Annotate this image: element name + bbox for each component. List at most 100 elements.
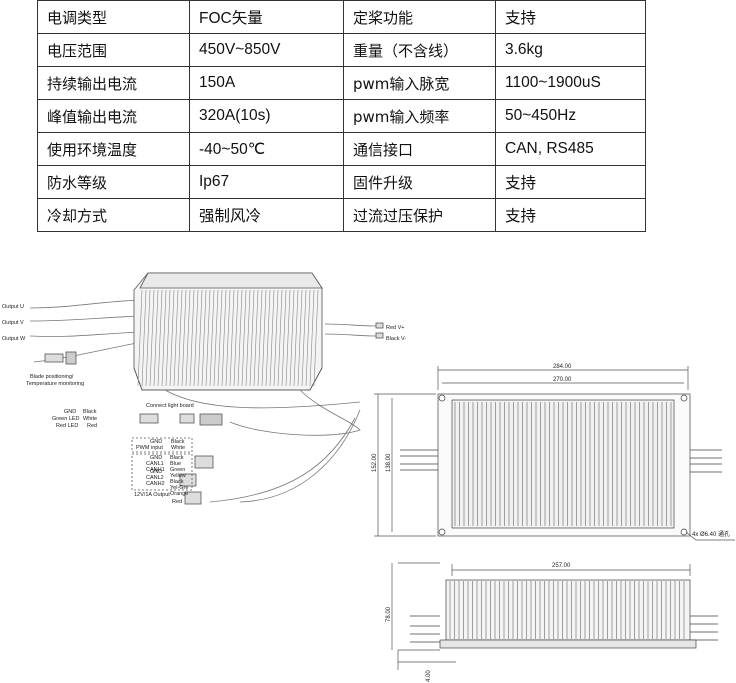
fin-line — [205, 289, 211, 387]
product-drawing: Output U Output V Output W Blade positio… — [2, 272, 735, 682]
spec-key: 电调类型 — [37, 0, 190, 34]
fin-line — [217, 289, 223, 387]
dim-152: 152.00 — [372, 453, 378, 472]
spec-key: 持续输出电流 — [37, 66, 190, 100]
fin-line — [233, 289, 239, 387]
spec-key: pwm输入频率 — [343, 99, 496, 133]
can-blue-label: Blue — [170, 461, 181, 467]
spec-key: 过流过压保护 — [343, 198, 496, 232]
fin-line — [181, 289, 187, 387]
fin-line — [277, 289, 283, 387]
top-view-drawing — [374, 366, 735, 541]
pwm-white-label: White — [171, 445, 185, 451]
fin-line — [309, 289, 315, 387]
spec-key: 防水等级 — [37, 165, 190, 199]
spec-value: CAN, RS485 — [495, 132, 646, 166]
fin-line — [305, 289, 311, 387]
spec-value: 1100~1900uS — [495, 66, 646, 100]
fin-line — [145, 289, 151, 387]
fin-line — [301, 289, 307, 387]
spec-key: 冷却方式 — [37, 198, 190, 232]
dim-4: 4.00 — [426, 670, 432, 682]
fin-line — [201, 289, 207, 387]
spec-key: pwm输入脉宽 — [343, 66, 496, 100]
can2-gnd-label: GND — [150, 469, 162, 475]
blade-label-2: Temperature monitoring — [26, 381, 84, 387]
dim-138: 138.00 — [386, 453, 392, 472]
dim-270: 270.00 — [553, 377, 572, 383]
spec-key: 电压范围 — [37, 33, 190, 67]
can2-orange-label: Orange — [170, 491, 188, 497]
spec-key: 使用环境温度 — [37, 132, 190, 166]
fin-line — [265, 289, 271, 387]
canl2-label: CANL2 — [146, 475, 164, 481]
green-led-label: Green LED — [52, 416, 80, 422]
out-red-label: Red — [172, 499, 182, 505]
spec-value: 3.6kg — [495, 33, 646, 67]
fin-line — [241, 289, 247, 387]
gnd-label: GND — [64, 409, 76, 415]
fin-line — [149, 289, 155, 387]
wiring-labels: Output U Output V Output W Blade positio… — [2, 304, 406, 505]
fin-line — [169, 289, 175, 387]
black-label: Black — [83, 409, 97, 415]
fin-line — [193, 289, 199, 387]
fin-line — [289, 289, 295, 387]
holes-note: 4x Ø6.40 通孔 — [692, 530, 730, 538]
spec-value: 50~450Hz — [495, 99, 646, 133]
canl1-label: CANL1 — [146, 461, 164, 467]
spec-key: 通信接口 — [343, 132, 496, 166]
side-view-drawing — [391, 562, 718, 670]
fin-line — [161, 289, 167, 387]
fin-line — [293, 289, 299, 387]
fin-line — [249, 289, 255, 387]
can-green-label: Green — [170, 467, 185, 473]
fin-line — [177, 289, 183, 387]
pwm-input-label: PWM input — [136, 445, 163, 451]
fin-line — [257, 289, 263, 387]
red-label: Red — [87, 423, 97, 429]
fin-line — [209, 289, 215, 387]
fin-line — [141, 289, 147, 387]
pwm-gnd-label: GND — [150, 439, 162, 445]
connect-light-label: Connect light board — [146, 403, 194, 409]
fin-line — [245, 289, 251, 387]
fin-line — [189, 289, 195, 387]
fin-line — [137, 289, 143, 387]
blade-label-1: Blade positioning/ — [30, 374, 74, 380]
spec-value: FOC矢量 — [189, 0, 344, 34]
fin-line — [221, 289, 227, 387]
pwm-black-label: Black — [171, 439, 185, 445]
out-12v-label: 12V/1A Output — [134, 492, 170, 498]
spec-key: 固件升级 — [343, 165, 496, 199]
fin-line — [253, 289, 259, 387]
spec-key: 定桨功能 — [343, 0, 496, 34]
fin-line — [213, 289, 219, 387]
spec-value: 支持 — [495, 0, 646, 34]
spec-value: -40~50℃ — [189, 132, 344, 166]
spec-value: 支持 — [495, 165, 646, 199]
spec-value: 支持 — [495, 198, 646, 232]
red-led-label: Red LED — [56, 423, 78, 429]
white-label: White — [83, 416, 97, 422]
spec-value: 强制风冷 — [189, 198, 344, 232]
can-yellow-label: Yellow — [170, 473, 186, 479]
output-w-label: Output W — [2, 336, 26, 342]
spec-row: 冷却方式强制风冷过流过压保护支持 — [37, 198, 646, 232]
fin-line — [185, 289, 191, 387]
fin-line — [153, 289, 159, 387]
spec-key: 峰值输出电流 — [37, 99, 190, 133]
canh2-label: CANH2 — [146, 481, 165, 487]
can2-yelgre-label: Yel-Gre — [170, 485, 188, 491]
can2-black-label: Black — [170, 479, 184, 485]
fin-line — [157, 289, 163, 387]
spec-value: 450V~850V — [189, 33, 344, 67]
canh1-label: CANH1 — [146, 467, 165, 473]
fin-line — [313, 289, 319, 387]
fin-line — [229, 289, 235, 387]
